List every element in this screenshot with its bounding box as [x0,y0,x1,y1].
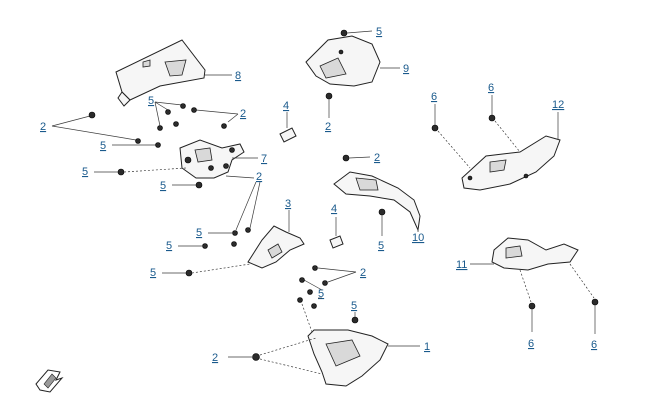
bolt-icon [157,125,163,131]
callout-2: 2 [240,108,246,120]
callout-1: 1 [424,341,430,353]
callout-12: 12 [552,99,564,111]
part-3-bracket [247,225,305,269]
bolt-icon [245,227,251,233]
bolt-icon [165,109,171,115]
callout-5: 5 [376,26,382,38]
bolt-icon [297,297,303,303]
callout-5: 5 [150,267,156,279]
bolt-icon [325,92,333,100]
bolt-icon [488,114,496,122]
bolt-icon [299,277,305,283]
bolt-icon [88,111,96,119]
part-4-clip-lower [329,235,344,249]
callout-9: 9 [403,63,409,75]
bolt-icon [229,147,235,153]
callout-6: 6 [528,338,534,350]
callout-6: 6 [591,339,597,351]
bolt-icon [191,107,197,113]
bolt-icon [135,138,141,144]
bolt-icon [185,269,193,277]
bolt-icon [351,316,359,324]
callout-4: 4 [331,203,337,215]
part-1-cover [307,329,389,387]
bolt-icon [173,121,179,127]
callout-8: 8 [235,70,241,82]
callout-5: 5 [148,95,154,107]
callout-5: 5 [196,227,202,239]
bolt-icon [195,181,203,189]
bolt-icon [307,289,313,295]
callout-2: 2 [325,121,331,133]
callout-2: 2 [256,171,262,183]
bolt-icon [208,165,214,171]
callout-2: 2 [40,121,46,133]
bolt-icon [221,123,227,129]
callout-4: 4 [283,100,289,112]
callout-11: 11 [456,259,467,271]
bolt-icon [252,353,260,361]
bolt-icon [340,29,348,37]
part-8-cover [115,39,206,107]
bolt-icon [591,298,599,306]
callout-6: 6 [488,82,494,94]
bolt-icon [231,241,237,247]
bolt-icon [155,142,161,148]
bolt-icon [117,168,125,176]
callout-7: 7 [261,153,267,165]
callout-5: 5 [82,166,88,178]
callout-5: 5 [351,300,357,312]
bolt-icon [180,103,186,109]
callout-3: 3 [285,198,291,210]
bolt-icon [232,230,238,236]
callout-5: 5 [318,288,324,300]
part-11-cover [491,237,579,271]
bolt-icon [202,243,208,249]
part-9-cover [305,35,381,87]
bolt-icon [342,154,350,162]
callout-5: 5 [166,240,172,252]
part-7-bracket [179,139,245,179]
callout-5: 5 [378,240,384,252]
bolt-icon [378,208,386,216]
direction-arrow-icon [35,369,64,393]
bolt-icon [312,265,318,271]
bolt-icon [311,303,317,309]
part-10-cover [333,171,421,232]
callout-6: 6 [431,91,437,103]
bolt-icon [431,124,439,132]
callout-10: 10 [412,232,424,244]
bolt-icon [528,302,536,310]
callout-2: 2 [212,352,218,364]
callout-5: 5 [100,140,106,152]
part-12-cover [461,135,561,191]
bolt-icon [322,280,328,286]
callout-2: 2 [374,152,380,164]
part-4-clip [279,127,297,143]
callout-2: 2 [360,267,366,279]
callout-5: 5 [160,180,166,192]
